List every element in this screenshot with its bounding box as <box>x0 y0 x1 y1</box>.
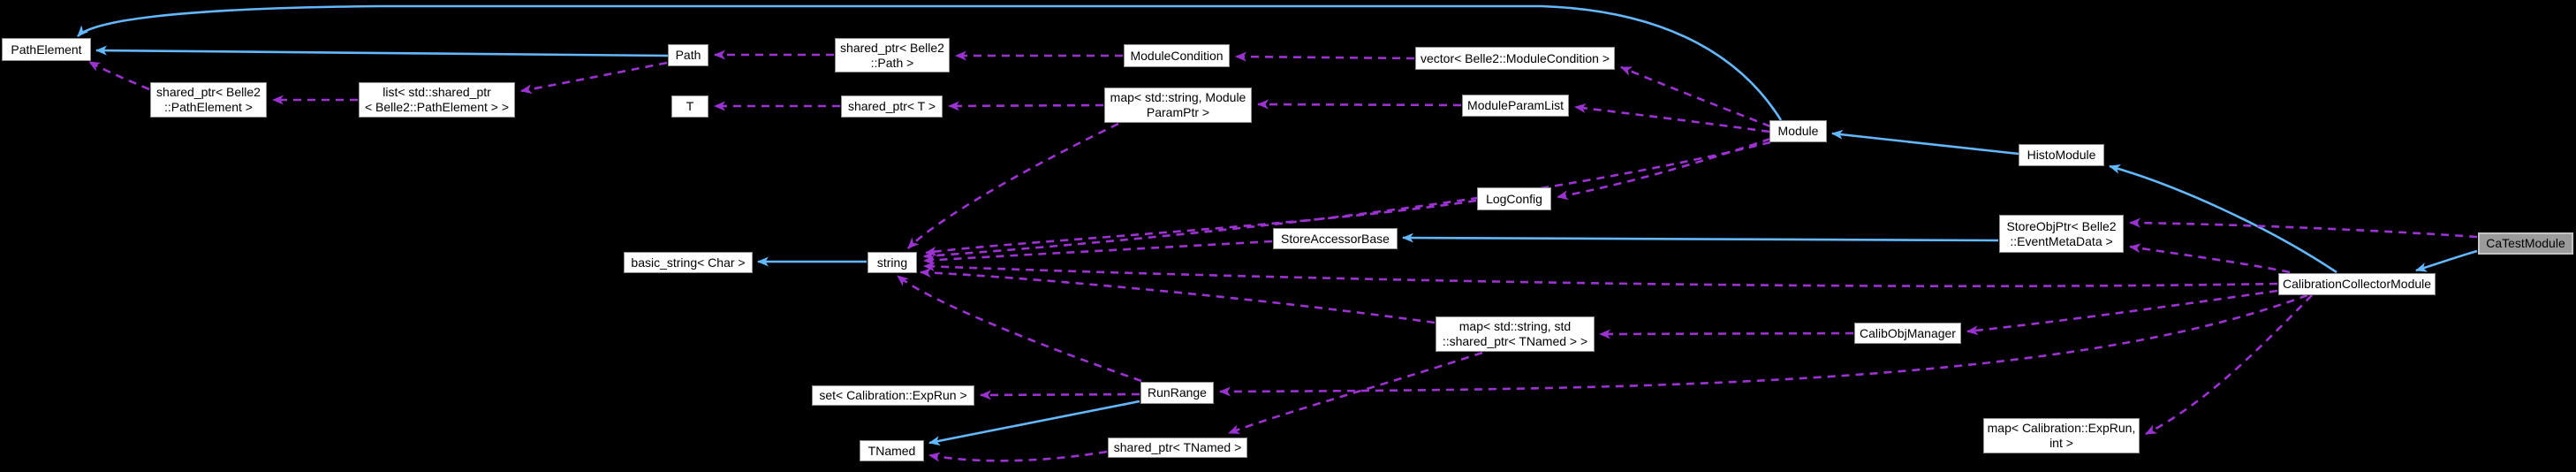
node-pathelement[interactable]: PathElement <box>2 38 91 61</box>
edge-path-to-pathelement <box>95 45 669 57</box>
node-map-exprun-int[interactable]: map< Calibration::ExpRun, int > <box>1983 418 2140 453</box>
node-map-tnamed[interactable]: map< std::string, std ::shared_ptr< TNam… <box>1436 316 1595 352</box>
node-moduleparamlist[interactable]: ModuleParamList <box>1462 95 1569 117</box>
edge-module-to-string <box>923 141 1771 261</box>
node-module[interactable]: Module <box>1769 120 1827 142</box>
node-sp-pathelement[interactable]: shared_ptr< Belle2 ::PathElement > <box>150 82 267 118</box>
edge-map-tnamed-to-sp-tnamed <box>1228 351 1483 435</box>
node-logconfig[interactable]: LogConfig <box>1477 187 1551 210</box>
edge-catestmodule-to-storeobjptr <box>2129 217 2478 239</box>
node-storeobjptr[interactable]: StoreObjPtr< Belle2 ::EventMetaData > <box>1999 215 2124 253</box>
edge-map-tnamed-to-string <box>920 267 1436 324</box>
edge-vector-modulecondition-to-modulecondition <box>1235 51 1415 62</box>
edge-map-paramptr-to-sp-t <box>948 101 1104 111</box>
edge-moduleparamlist-to-map-paramptr <box>1257 99 1462 110</box>
edge-ccm-to-calibobjmanager <box>1966 289 2278 336</box>
edge-map-paramptr-to-string <box>907 122 1119 249</box>
node-vector-modulecondition[interactable]: vector< Belle2::ModuleCondition > <box>1415 47 1615 70</box>
node-t[interactable]: T <box>671 95 708 118</box>
node-catestmodule[interactable]: CaTestModule <box>2478 232 2573 255</box>
node-ccm[interactable]: CalibrationCollectorModule <box>2278 273 2436 295</box>
node-path[interactable]: Path <box>668 44 708 66</box>
node-modulecondition[interactable]: ModuleCondition <box>1124 44 1230 67</box>
node-set-exprun[interactable]: set< Calibration::ExpRun > <box>812 385 974 406</box>
node-sp-path[interactable]: shared_ptr< Belle2 ::Path > <box>835 38 950 72</box>
edge-path-to-list-sp-pathelement <box>520 61 668 95</box>
edge-ccm-to-string <box>923 261 2278 288</box>
edge-module-to-logconfig <box>1557 137 1771 201</box>
node-sp-t[interactable]: shared_ptr< T > <box>841 95 943 118</box>
node-tnamed[interactable]: TNamed <box>860 440 924 461</box>
edge-module-to-vector-modulecondition <box>1620 65 1771 128</box>
edge-module-to-moduleparamlist <box>1574 103 1770 133</box>
edge-runrange-to-set-exprun <box>980 390 1140 400</box>
node-string[interactable]: string <box>868 252 917 273</box>
node-storeaccessorbase[interactable]: StoreAccessorBase <box>1273 228 1398 249</box>
edge-ccm-to-map-exprun-int <box>2145 294 2313 436</box>
node-basic-string[interactable]: basic_string< Char > <box>624 252 753 273</box>
edge-logconfig-to-string <box>925 199 1477 256</box>
edge-storeaccessorbase-to-string <box>923 240 1273 265</box>
node-list-sp-pathelement[interactable]: list< std::shared_ptr < Belle2::PathElem… <box>359 82 515 118</box>
edge-runrange-to-tnamed <box>928 400 1140 446</box>
edge-sp-pathelement-to-pathelement <box>88 60 150 91</box>
edge-module-to-pathelement <box>77 4 1783 121</box>
edge-sp-tnamed-to-tnamed <box>928 450 1108 462</box>
node-map-paramptr[interactable]: map< std::string, Module ParamPtr > <box>1104 88 1252 123</box>
edge-calibobjmanager-to-map-tnamed <box>1599 329 1854 339</box>
node-calibobjmanager[interactable]: CalibObjManager <box>1854 323 1961 344</box>
edge-histomodule-to-module <box>1831 129 2019 156</box>
node-runrange[interactable]: RunRange <box>1140 382 1214 404</box>
edge-ccm-to-runrange <box>1219 293 2308 397</box>
edge-ccm-to-histomodule <box>2109 164 2337 274</box>
node-histomodule[interactable]: HistoModule <box>2019 144 2104 166</box>
edge-runrange-to-string <box>897 274 1142 383</box>
node-sp-tnamed[interactable]: shared_ptr< TNamed > <box>1108 438 1247 458</box>
edge-storeobjptr-to-storeaccessorbase <box>1402 232 1999 243</box>
edge-ccm-to-storeobjptr <box>2129 243 2291 274</box>
edge-catestmodule-to-ccm <box>2415 249 2478 272</box>
